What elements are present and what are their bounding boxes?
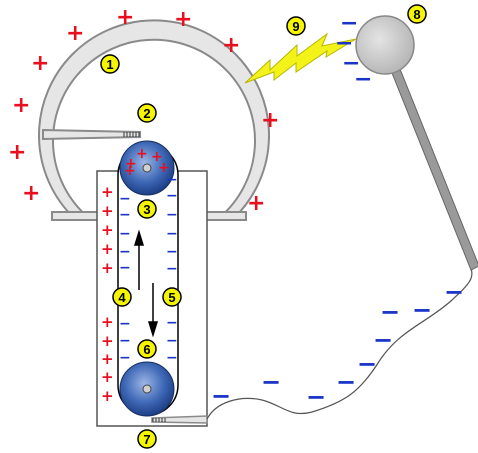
plus-sign: + [101,183,114,201]
plus-sign: + [101,259,114,277]
callout-4: 4 [112,287,132,307]
plus-sign: + [247,191,265,216]
minus-sign: − [119,226,131,242]
minus-sign: − [166,172,178,188]
dome-positive-charges: + + + + + + + + + + [8,5,279,216]
ground-wire [206,265,473,420]
plus-sign: + [125,156,137,172]
plus-sign: + [101,332,114,350]
callout-1: 1 [100,54,120,74]
callout-number: 6 [143,342,150,357]
sphere-wand-rod [391,68,478,271]
minus-sign: − [119,207,131,223]
plus-sign: + [22,181,40,206]
plus-sign: + [101,368,114,386]
plus-sign: + [136,146,148,162]
minus-sign: − [166,207,178,223]
minus-sign: − [306,383,326,411]
minus-sign: − [119,350,131,366]
minus-sign: − [119,191,131,207]
upper-comb-teeth [123,132,140,137]
discharge-sphere [355,15,415,75]
minus-sign: − [340,11,358,36]
plus-sign: + [158,160,170,176]
plus-sign: + [101,313,114,331]
belt-left-negative-charges: − − − − − − − − [119,191,131,366]
plus-sign: + [101,240,114,258]
callout-number: 2 [143,106,150,121]
lower-roller-axle [142,384,152,394]
minus-sign: − [342,51,360,76]
minus-sign: − [119,316,131,332]
plus-sign: + [31,51,49,76]
wire-negative-charges: − − − − − − − − − [211,278,464,411]
upper-roller-axle [142,163,152,173]
lower-comb-rod [151,415,208,424]
plus-sign: + [101,350,114,368]
minus-sign: − [166,315,178,331]
callout-5: 5 [162,287,182,307]
plus-sign: + [8,140,26,165]
callout-6: 6 [137,339,157,359]
minus-sign: − [166,350,178,366]
callout-number: 7 [143,432,150,447]
callout-number: 9 [292,19,299,34]
minus-sign: − [166,333,178,349]
plus-sign: + [116,5,134,30]
callout-number: 4 [118,290,126,305]
spark-bolt [244,32,357,84]
roller-positive-charges: + + + + + [124,146,170,179]
minus-sign: − [119,260,131,276]
minus-sign: − [166,188,178,204]
callout-number: 3 [143,202,150,217]
minus-sign: − [380,298,400,326]
minus-sign: − [357,350,377,378]
callout-number: 1 [106,57,113,72]
minus-sign: − [119,244,131,260]
minus-sign: − [336,368,356,396]
belt-right-negative-charges: − − − − − − − − − [166,172,178,366]
plus-sign: + [261,108,279,133]
minus-sign: − [166,244,178,260]
minus-sign: − [261,368,281,396]
callout-2: 2 [137,103,157,123]
callout-3: 3 [137,199,157,219]
plus-sign: + [12,93,30,118]
dome-base-left [51,211,103,221]
minus-sign: − [166,226,178,242]
lower-comb-teeth [152,418,166,422]
callout-7: 7 [137,429,157,449]
minus-sign: − [335,31,353,56]
upper-comb-rod [42,128,141,141]
plus-sign: + [151,149,163,165]
callout-9: 9 [286,16,306,36]
callout-number: 5 [168,290,175,305]
minus-sign: − [166,261,178,277]
plus-sign: + [174,7,192,32]
minus-sign: − [211,382,231,410]
minus-sign: − [412,296,432,324]
callout-number: 8 [413,7,420,22]
minus-sign: − [444,278,464,306]
minus-sign: − [119,333,131,349]
plus-sign: + [222,33,240,58]
sphere-negative-charges: − − − − [335,11,372,92]
minus-sign: − [354,67,372,92]
belt-motion-arrow [133,229,159,338]
minus-sign: − [373,326,393,354]
plus-sign: + [101,221,114,239]
plus-sign: + [101,202,114,220]
column-positive-charges-upper: + + + + + [101,183,114,277]
callout-8: 8 [407,4,427,24]
plus-sign: + [124,163,136,179]
column-positive-charges-lower: + + + + + [101,313,114,405]
plus-sign: + [66,21,84,46]
plus-sign: + [101,387,114,405]
